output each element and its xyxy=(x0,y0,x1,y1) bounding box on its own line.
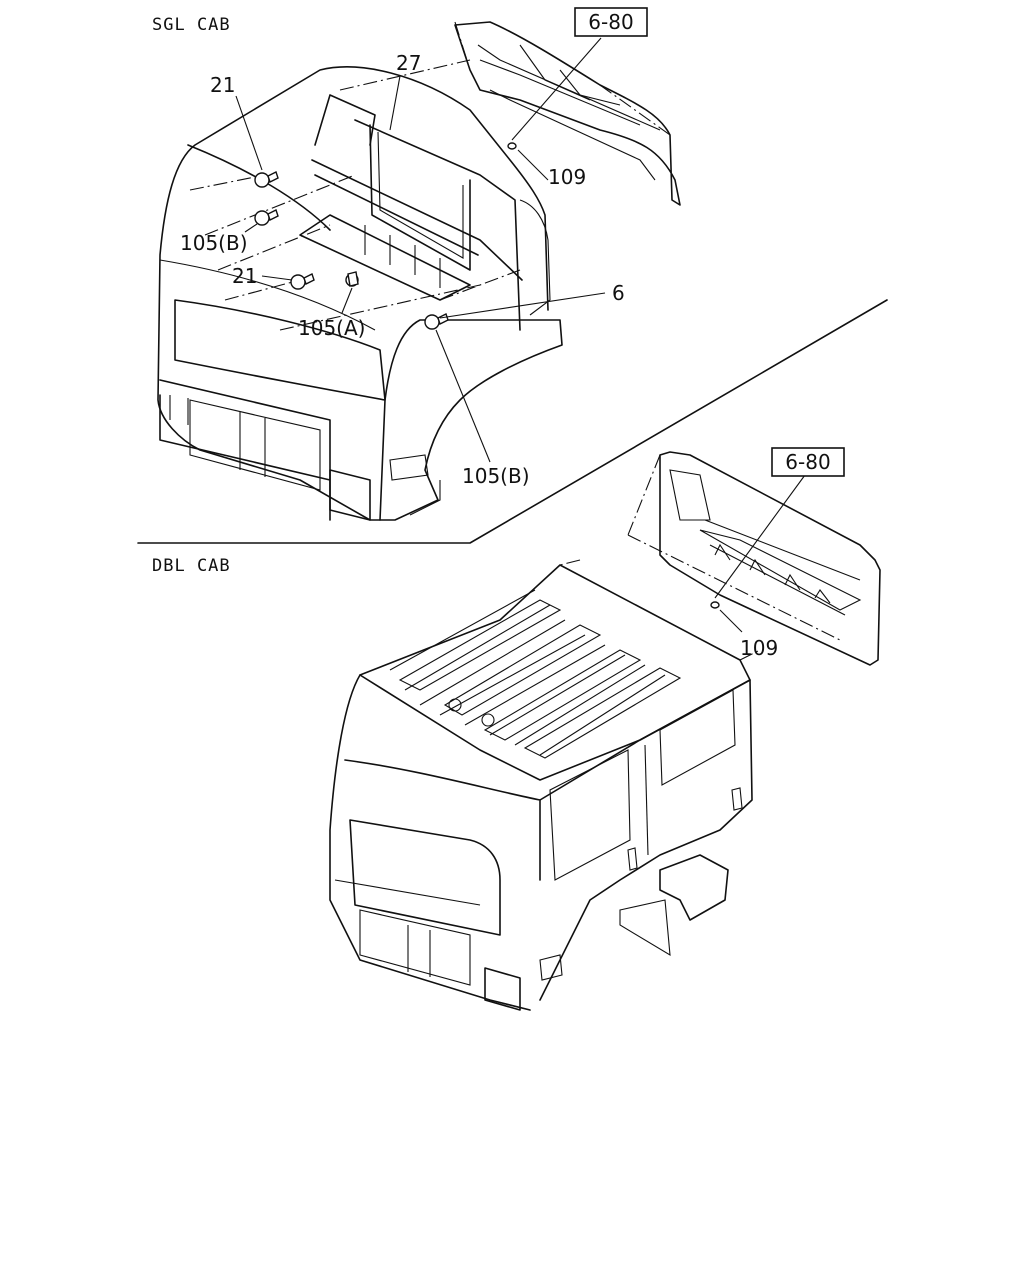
clip-105a xyxy=(345,271,359,287)
seal-109-bottom xyxy=(710,601,720,609)
section-divider xyxy=(137,299,888,544)
section-title-single: SGL CAB xyxy=(152,15,231,35)
ref-box-upper: 6-80 xyxy=(574,7,648,37)
single-cab-illustration xyxy=(157,59,563,521)
leaders-double-cab xyxy=(714,474,806,633)
lower-rear-panel xyxy=(627,451,881,666)
leaders-single-cab xyxy=(235,37,606,463)
clip-105b-left xyxy=(254,209,279,226)
section-title-double: DBL CAB xyxy=(152,556,231,576)
clip-21-mid xyxy=(290,273,315,290)
clip-21-top xyxy=(254,171,279,188)
ref-box-lower: 6-80 xyxy=(771,447,845,477)
clip-105b-bottom xyxy=(424,313,449,330)
double-cab-illustration xyxy=(329,559,761,1011)
part-label-21-top: 21 xyxy=(210,73,235,97)
part-label-6: 6 xyxy=(612,281,625,305)
upper-rear-panel xyxy=(454,21,681,206)
part-label-109-bottom: 109 xyxy=(740,636,778,660)
fasteners-single-cab xyxy=(254,142,517,330)
part-label-105b-bottom: 105(B) xyxy=(462,464,530,488)
ref-label-upper: 6-80 xyxy=(588,10,633,34)
part-label-105a: 105(A) xyxy=(298,316,365,340)
seal-109-top xyxy=(507,142,517,150)
part-label-21-mid: 21 xyxy=(232,264,257,288)
part-label-109-top: 109 xyxy=(548,165,586,189)
part-label-27: 27 xyxy=(396,51,421,75)
part-label-105b-left: 105(B) xyxy=(180,231,248,255)
ref-label-lower: 6-80 xyxy=(785,450,830,474)
